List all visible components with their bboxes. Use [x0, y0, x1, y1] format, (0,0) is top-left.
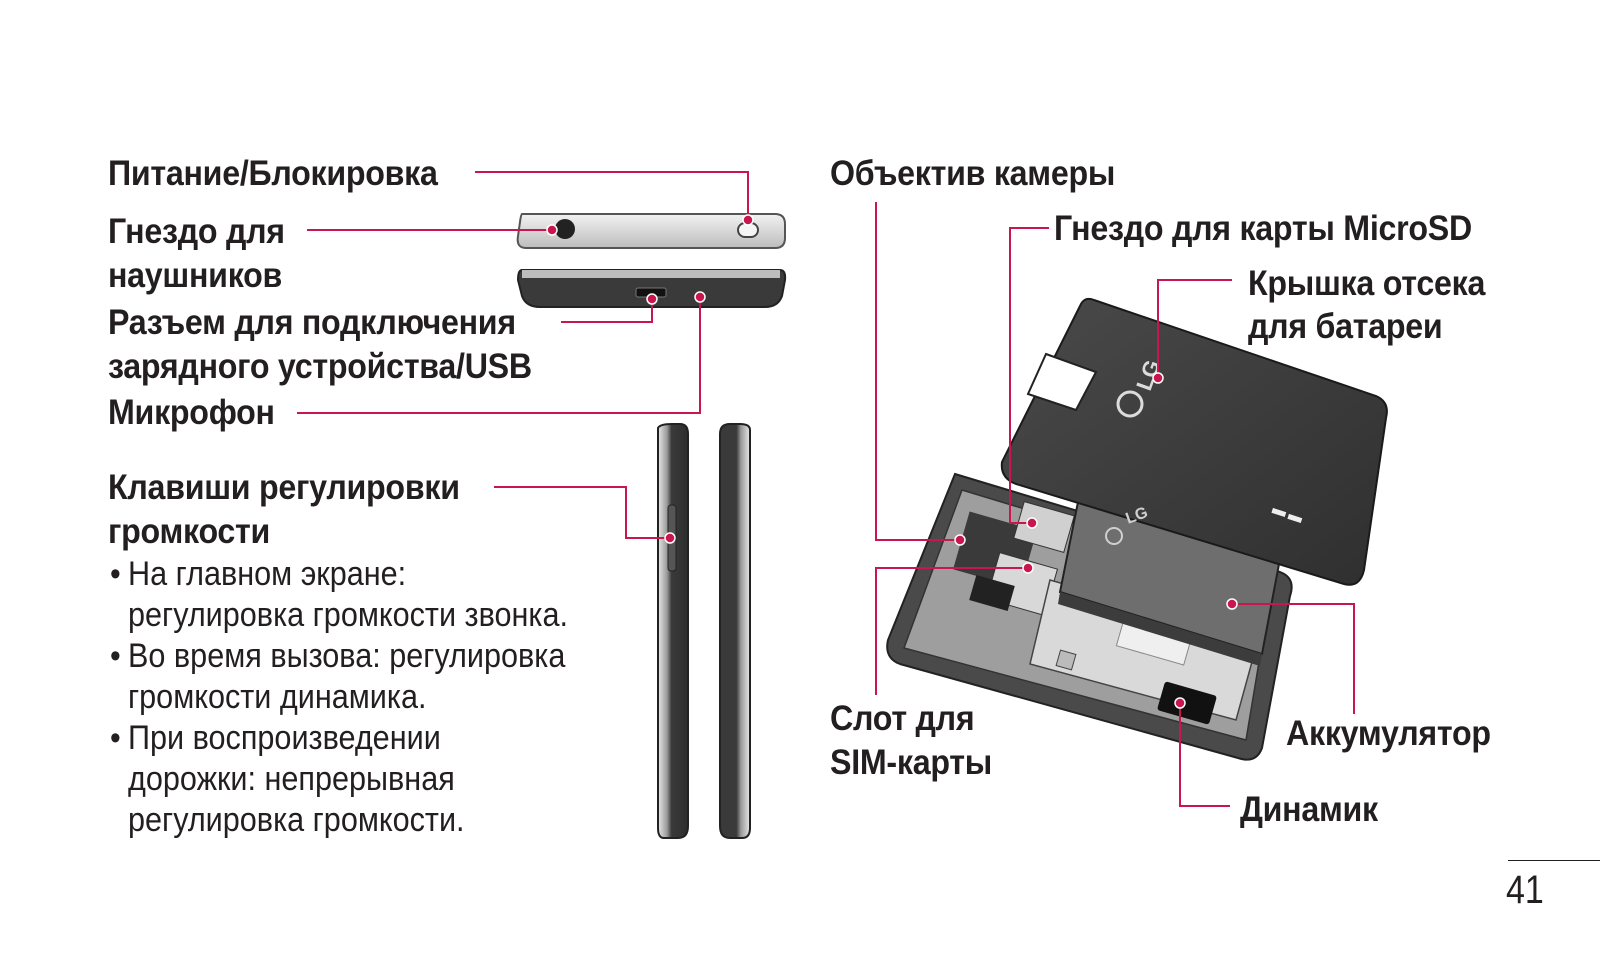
callout-sim [875, 567, 1028, 695]
callout-microsd [1009, 227, 1049, 524]
speaker-grill-icon [1157, 681, 1217, 725]
callout-camera [875, 202, 960, 541]
label-battery: Аккумулятор [1286, 714, 1491, 753]
callout-dots [546, 214, 1238, 709]
bullet-1-line2: регулировка громкости звонка. [128, 596, 568, 634]
label-sim-slot-line2: SIM-карты [830, 743, 993, 782]
label-headset-line1: Гнездо для [108, 212, 285, 251]
callout-speaker [1179, 703, 1230, 807]
bullet-1-line1: •На главном экране: [110, 555, 407, 593]
bullet-3-line3: регулировка громкости. [128, 801, 465, 839]
label-sim-slot-line1: Слот для [830, 699, 975, 738]
bullet-dot: • [110, 555, 121, 593]
label-battery-cover-line1: Крышка отсека [1248, 264, 1486, 303]
bullet-2-line2: громкости динамика. [128, 678, 427, 716]
phone-side-right [719, 423, 751, 839]
label-volume-line1: Клавиши регулировки [108, 468, 460, 507]
bullet-dot: • [110, 637, 121, 675]
callout-lines [297, 171, 1355, 807]
label-camera-lens: Объектив камеры [830, 154, 1116, 193]
label-microphone: Микрофон [108, 393, 275, 432]
callout-charger [561, 299, 653, 323]
battery-cover [1000, 297, 1388, 586]
phone-bottom-edge [516, 269, 787, 308]
phone-side-left [657, 423, 689, 839]
bullet-dot: • [110, 719, 121, 757]
label-power-lock: Питание/Блокировка [108, 154, 438, 193]
battery-logo-circle [1105, 527, 1123, 545]
callout-cover [1157, 279, 1232, 378]
label-headset-line2: наушников [108, 256, 283, 295]
label-battery-cover-line2: для батареи [1248, 307, 1443, 346]
label-charger-line2: зарядного устройства/USB [108, 347, 532, 386]
page-number: 41 [1506, 868, 1544, 912]
callout-volume [494, 486, 670, 539]
bullet-3-line1: •При воспроизведении [110, 719, 441, 757]
label-microsd-slot: Гнездо для карты MicroSD [1054, 209, 1472, 248]
label-charger-line1: Разъем для подключения [108, 303, 516, 342]
bullet-3-line2: дорожки: непрерывная [128, 760, 455, 798]
phone-top-edge [516, 213, 786, 249]
page-number-rule [1508, 860, 1600, 861]
headset-jack-icon [555, 219, 575, 239]
label-volume-line2: громкости [108, 512, 271, 551]
callout-battery [1232, 603, 1355, 714]
battery-logo: LG [1124, 504, 1151, 528]
label-speaker: Динамик [1240, 790, 1378, 829]
callout-microphone [297, 297, 701, 414]
cover-logo-circle [1116, 390, 1144, 418]
callout-power-lock [475, 171, 749, 220]
bullet-2-line1: •Во время вызова: регулировка [110, 637, 566, 675]
